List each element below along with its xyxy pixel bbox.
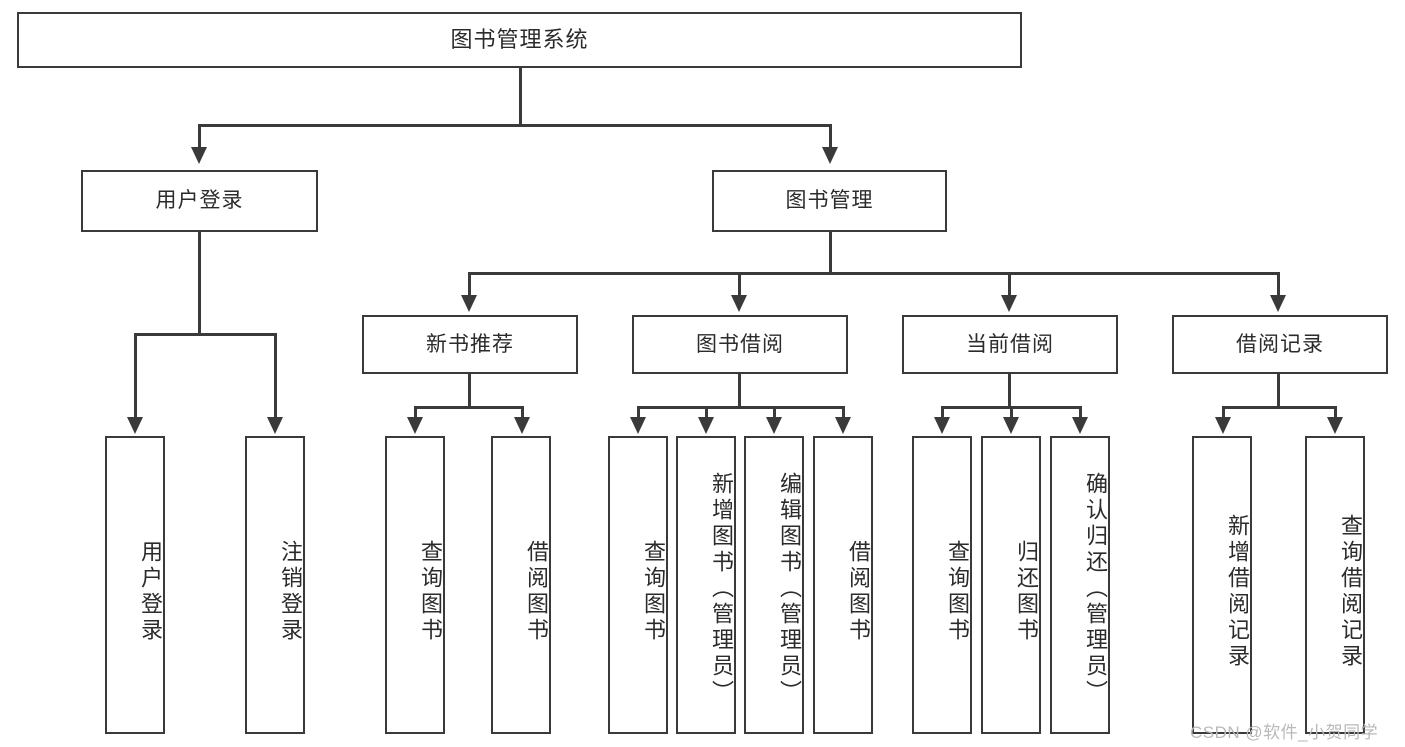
arrowhead-bm-borrow-record <box>1270 295 1286 312</box>
node-label: 当前借阅 <box>966 332 1054 356</box>
node-borrow-record[interactable]: 借阅记录 <box>1172 315 1388 374</box>
connector-root-stem <box>519 68 522 126</box>
connector-new-book-to-leaf-2 <box>521 406 524 419</box>
node-label: 图书管理 <box>785 189 874 213</box>
arrowhead-root-to-book-management <box>822 147 838 164</box>
node-label: 注销登录 <box>278 540 303 644</box>
connector-book-borrow-bar <box>637 406 844 409</box>
node-label: 借阅图书 <box>524 540 549 644</box>
connector-root-to-book-management <box>829 124 832 149</box>
leaf-borrow-book-recommend[interactable]: 借阅图书 <box>491 436 551 734</box>
arrowhead-bb-leaf-2 <box>698 417 714 434</box>
connector-cb-to-leaf-3 <box>1079 406 1082 419</box>
node-user-login[interactable]: 用户登录 <box>81 170 318 232</box>
connector-book-management-stem <box>829 232 832 274</box>
arrowhead-new-book-leaf-2 <box>514 417 530 434</box>
node-label: 查询图书 <box>945 540 970 644</box>
connector-new-book-bar <box>414 406 524 409</box>
node-label: 查询图书 <box>418 540 443 644</box>
connector-borrow-record-bar <box>1222 406 1336 409</box>
connector-user-login-to-leaf-1 <box>134 333 137 419</box>
arrowhead-cb-leaf-1 <box>934 417 950 434</box>
node-label: 归还图书 <box>1014 540 1039 644</box>
leaf-logout-login[interactable]: 注销登录 <box>245 436 305 734</box>
connector-book-borrow-stem <box>738 374 741 408</box>
node-label: 用户登录 <box>155 189 244 213</box>
leaf-query-book-borrow[interactable]: 查询图书 <box>608 436 668 734</box>
arrowhead-cb-leaf-2 <box>1003 417 1019 434</box>
arrowhead-br-leaf-2 <box>1327 417 1343 434</box>
arrowhead-root-to-user-login <box>191 147 207 164</box>
arrowhead-user-login-leaf-2 <box>267 417 283 434</box>
connector-cb-to-leaf-1 <box>941 406 944 419</box>
connector-bb-to-leaf-3 <box>773 406 776 419</box>
node-book-borrow[interactable]: 图书借阅 <box>632 315 848 374</box>
node-label: 新增借阅记录 <box>1225 514 1250 670</box>
arrowhead-bb-leaf-1 <box>630 417 646 434</box>
connector-user-login-bar <box>134 333 276 336</box>
connector-bb-to-leaf-2 <box>705 406 708 419</box>
node-label: 查询图书 <box>641 540 666 644</box>
arrowhead-bm-new-book <box>461 295 477 312</box>
connector-bm-to-book-borrow <box>738 272 741 297</box>
node-book-management[interactable]: 图书管理 <box>712 170 947 232</box>
connector-bb-to-leaf-1 <box>637 406 640 419</box>
node-label: 用户登录 <box>138 540 163 644</box>
arrowhead-br-leaf-1 <box>1215 417 1231 434</box>
arrowhead-new-book-leaf-1 <box>407 417 423 434</box>
leaf-return-book[interactable]: 归还图书 <box>981 436 1041 734</box>
leaf-borrow-book[interactable]: 借阅图书 <box>813 436 873 734</box>
connector-book-management-bar <box>468 272 1278 275</box>
connector-new-book-to-leaf-1 <box>414 406 417 419</box>
connector-bm-to-new-book <box>468 272 471 297</box>
connector-new-book-stem <box>468 374 471 408</box>
leaf-query-book-recommend[interactable]: 查询图书 <box>385 436 445 734</box>
node-book-management-system[interactable]: 图书管理系统 <box>17 12 1022 68</box>
connector-root-to-user-login <box>198 124 201 149</box>
leaf-user-login[interactable]: 用户登录 <box>105 436 165 734</box>
arrowhead-cb-leaf-3 <box>1072 417 1088 434</box>
leaf-add-book-admin[interactable]: 新增图书（管理员） <box>676 436 736 734</box>
node-label: 编辑图书（管理员） <box>777 472 802 706</box>
arrowhead-bm-book-borrow <box>731 295 747 312</box>
connector-br-to-leaf-1 <box>1222 406 1225 419</box>
leaf-edit-book-admin[interactable]: 编辑图书（管理员） <box>744 436 804 734</box>
node-label: 查询借阅记录 <box>1338 514 1363 670</box>
connector-current-borrow-stem <box>1008 374 1011 408</box>
node-label: 图书借阅 <box>696 332 784 356</box>
node-label: 借阅图书 <box>846 540 871 644</box>
node-new-book-recommend[interactable]: 新书推荐 <box>362 315 578 374</box>
connector-root-bar <box>198 124 831 127</box>
arrowhead-bb-leaf-4 <box>835 417 851 434</box>
connector-bb-to-leaf-4 <box>842 406 845 419</box>
arrowhead-bm-current-borrow <box>1001 295 1017 312</box>
arrowhead-user-login-leaf-1 <box>127 417 143 434</box>
node-label: 图书管理系统 <box>450 26 589 52</box>
connector-br-to-leaf-2 <box>1334 406 1337 419</box>
arrowhead-bb-leaf-3 <box>766 417 782 434</box>
node-current-borrow[interactable]: 当前借阅 <box>902 315 1118 374</box>
leaf-confirm-return-admin[interactable]: 确认归还（管理员） <box>1050 436 1110 734</box>
connector-user-login-to-leaf-2 <box>274 333 277 419</box>
node-label: 借阅记录 <box>1236 332 1324 356</box>
connector-bm-to-borrow-record <box>1277 272 1280 297</box>
leaf-query-book-current[interactable]: 查询图书 <box>912 436 972 734</box>
connector-bm-to-current-borrow <box>1008 272 1011 297</box>
node-label: 新书推荐 <box>426 332 514 356</box>
connector-cb-to-leaf-2 <box>1010 406 1013 419</box>
leaf-query-borrow-record[interactable]: 查询借阅记录 <box>1305 436 1365 734</box>
node-label: 确认归还（管理员） <box>1083 472 1108 706</box>
node-label: 新增图书（管理员） <box>709 472 734 706</box>
connector-borrow-record-stem <box>1277 374 1280 408</box>
connector-user-login-stem <box>198 232 201 335</box>
leaf-add-borrow-record[interactable]: 新增借阅记录 <box>1192 436 1252 734</box>
